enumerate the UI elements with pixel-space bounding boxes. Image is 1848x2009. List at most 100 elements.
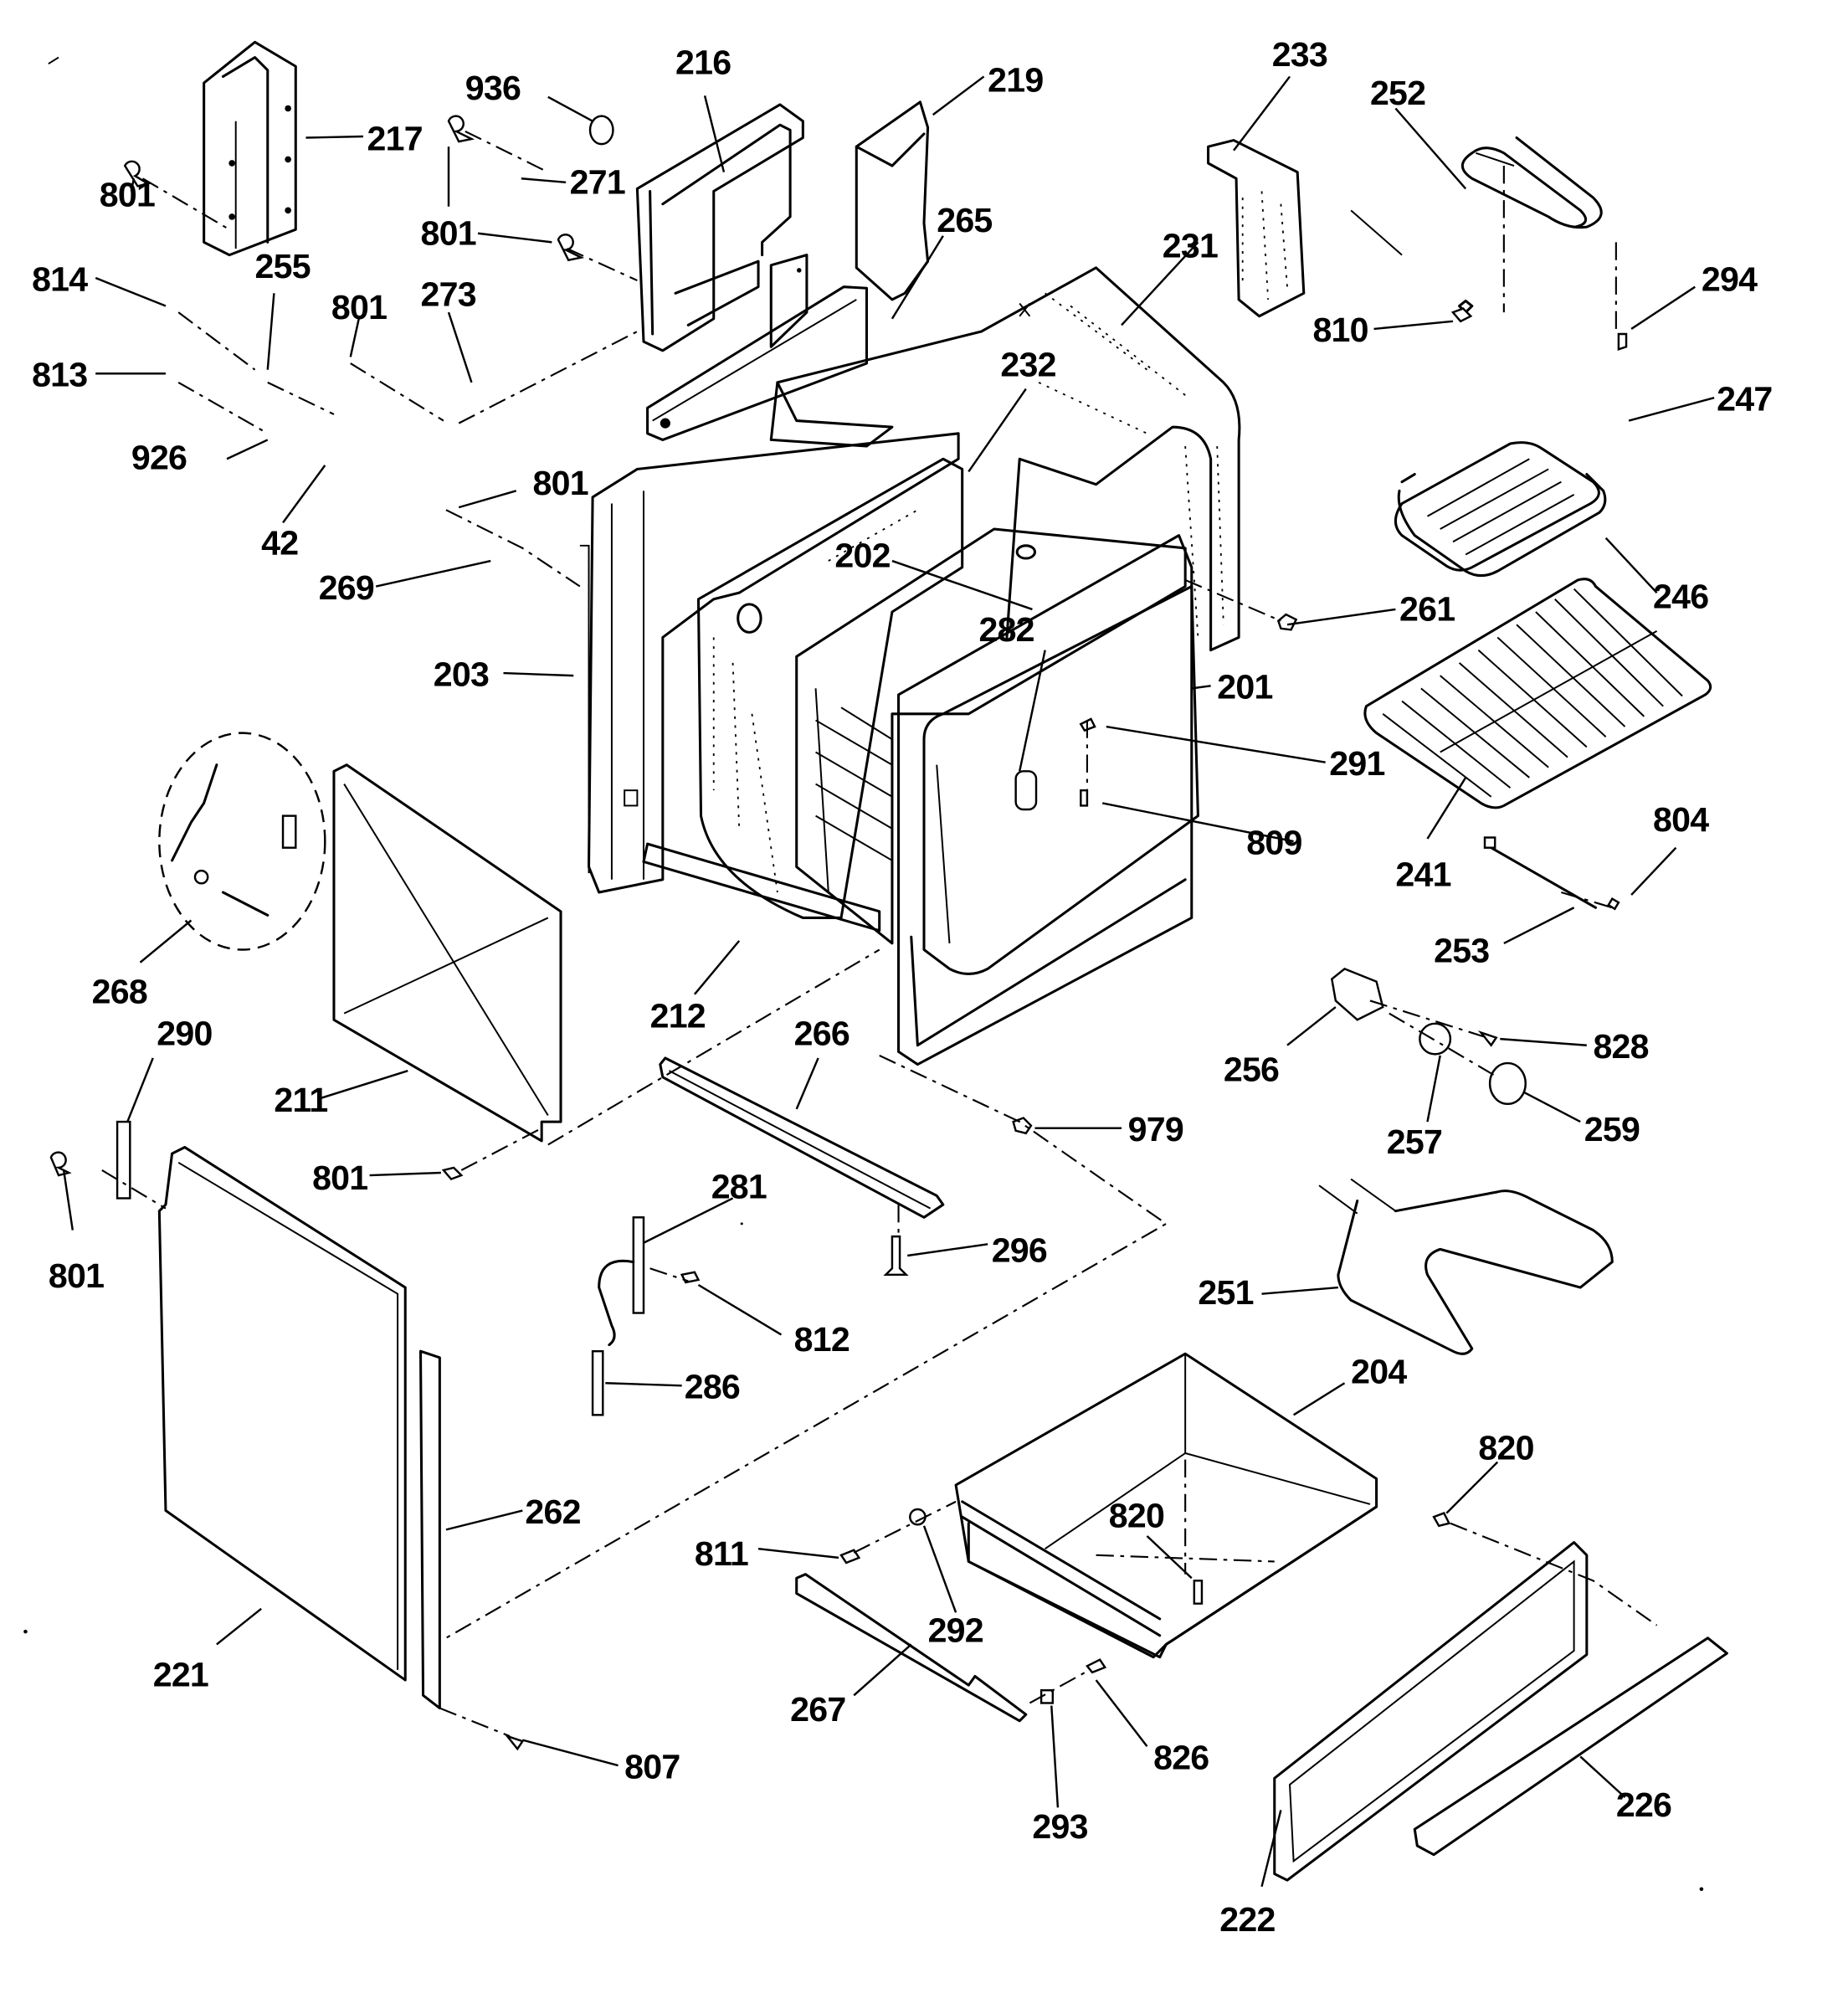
part-286-spring	[591, 1349, 604, 1416]
part-292-clip	[909, 1508, 927, 1526]
label-266: 266	[794, 1015, 850, 1053]
label-252: 252	[1370, 74, 1425, 112]
part-202-oven-cavity	[795, 527, 1187, 945]
label-926: 926	[131, 438, 187, 476]
label-801-c: 801	[331, 288, 387, 326]
screw-801-c-icon	[557, 234, 585, 262]
part-261-stop	[1276, 613, 1298, 631]
part-936-grommet	[588, 115, 614, 146]
label-296: 296	[992, 1231, 1047, 1270]
label-232: 232	[1000, 345, 1055, 383]
screw-828-icon	[1477, 1030, 1498, 1047]
screw-801-b-icon	[447, 115, 475, 143]
label-292: 292	[928, 1611, 983, 1649]
label-813: 813	[32, 355, 87, 393]
label-221: 221	[153, 1656, 208, 1694]
part-271-plate	[769, 254, 808, 348]
label-801-f: 801	[49, 1256, 104, 1295]
screw-809-icon	[1080, 789, 1089, 807]
label-269: 269	[319, 568, 374, 607]
part-267-drawer-slide	[795, 1573, 1028, 1723]
label-216: 216	[675, 43, 731, 81]
label-253: 253	[1434, 932, 1489, 970]
label-286: 286	[685, 1368, 740, 1406]
part-268-detail-callout	[158, 732, 326, 951]
label-219: 219	[988, 61, 1043, 100]
label-226: 226	[1616, 1785, 1671, 1824]
part-226-trim-strip	[1413, 1636, 1728, 1857]
label-241: 241	[1395, 855, 1450, 893]
label-233: 233	[1272, 35, 1327, 74]
label-255: 255	[255, 247, 311, 285]
label-801-d: 801	[533, 464, 588, 502]
part-252-broil-element	[1350, 136, 1603, 314]
part-256-light-receptacle	[1330, 967, 1384, 1021]
label-801-b: 801	[421, 213, 476, 252]
part-262-side-trim	[418, 1349, 441, 1710]
label-282: 282	[978, 610, 1034, 649]
label-811: 811	[695, 1534, 748, 1573]
label-251: 251	[1198, 1273, 1253, 1312]
part-217-side-trim	[203, 40, 297, 257]
part-281-hinge	[598, 1216, 645, 1347]
label-828: 828	[1593, 1027, 1648, 1066]
label-810: 810	[1312, 311, 1368, 349]
part-282-light-socket	[1014, 770, 1038, 811]
label-281: 281	[711, 1167, 767, 1205]
label-820-a: 820	[1478, 1429, 1533, 1467]
screw-826-icon	[1086, 1658, 1107, 1674]
label-294: 294	[1702, 259, 1758, 298]
part-294-clip	[1617, 332, 1628, 351]
screw-810-icon	[1450, 307, 1473, 323]
label-936: 936	[465, 69, 521, 107]
label-812: 812	[794, 1320, 850, 1359]
part-221-side-panel	[157, 1146, 407, 1682]
screw-820-b-icon	[1432, 1512, 1451, 1528]
label-204: 204	[1351, 1352, 1407, 1390]
leader-lines	[62, 75, 1715, 1888]
part-266-rail	[659, 1056, 945, 1219]
label-262: 262	[525, 1493, 580, 1531]
label-801-a: 801	[100, 176, 155, 214]
label-804: 804	[1653, 800, 1709, 839]
part-216-vent-duct	[635, 103, 804, 352]
label-273: 273	[421, 275, 476, 314]
part-265-bar	[646, 285, 868, 441]
label-231: 231	[1163, 227, 1218, 265]
screw-812-icon	[680, 1271, 701, 1284]
label-265: 265	[937, 201, 992, 239]
label-259: 259	[1584, 1110, 1640, 1148]
label-246: 246	[1653, 577, 1708, 615]
label-820-b: 820	[1109, 1496, 1164, 1534]
part-232-liner-insulation	[696, 457, 964, 919]
part-222-drawer-front	[1273, 1541, 1589, 1882]
screw-801-f-icon	[49, 1151, 72, 1177]
label-202: 202	[834, 537, 890, 575]
part-251-bake-element	[1318, 1178, 1614, 1355]
screw-801-a-icon	[123, 160, 151, 188]
part-labels: 801 217 936 271 801 216 219 265 233 252 …	[32, 35, 1773, 1939]
label-42: 42	[261, 523, 298, 562]
part-203-front-frame	[579, 432, 960, 894]
screw-801-e-icon	[441, 1166, 464, 1181]
label-979: 979	[1128, 1110, 1183, 1148]
part-219-shield	[855, 100, 930, 301]
label-211: 211	[274, 1081, 327, 1119]
part-231-outer-wrapper	[769, 266, 1241, 652]
print-specks	[23, 56, 1704, 1892]
label-212: 212	[650, 996, 706, 1035]
label-826: 826	[1153, 1739, 1209, 1777]
label-217: 217	[367, 120, 423, 158]
label-814: 814	[32, 259, 88, 298]
label-267: 267	[790, 1690, 845, 1729]
assembly-lines	[101, 130, 1658, 1738]
label-256: 256	[1224, 1050, 1279, 1088]
part-212-bottom-trim	[642, 842, 881, 933]
label-268: 268	[92, 972, 147, 1010]
part-257-bulb	[1419, 1022, 1452, 1056]
label-203: 203	[434, 655, 489, 693]
part-204-drawer	[954, 1352, 1378, 1659]
part-253-sensor	[1483, 836, 1598, 909]
label-801-e: 801	[312, 1159, 367, 1197]
